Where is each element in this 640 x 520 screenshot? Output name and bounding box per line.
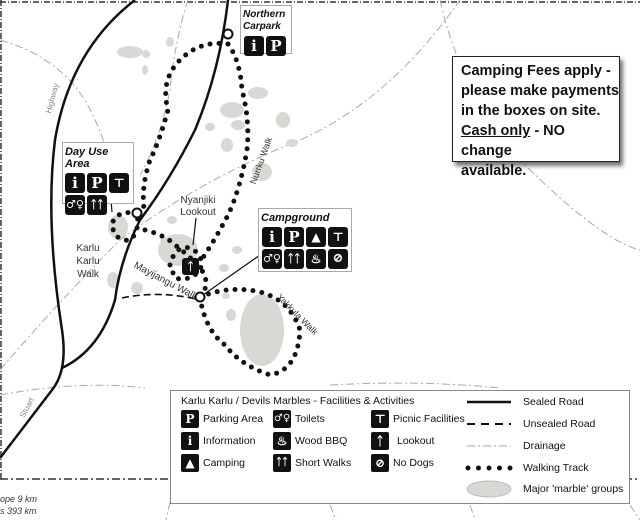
legend-label: Information <box>203 435 256 447</box>
picnic-icon: ⊤ <box>371 410 389 428</box>
parking-icon: P <box>284 227 304 247</box>
lookout-track <box>167 245 204 282</box>
stuart-highway <box>0 0 136 459</box>
distance-text: ope 9 km <box>0 494 38 504</box>
no-dogs-icon: ⊘ <box>328 249 348 269</box>
notice-line: please make payments <box>461 83 619 99</box>
legend-item-picnic: ⊤ Picnic Facilities <box>371 410 465 428</box>
walking-tracks <box>109 40 303 378</box>
parking-icon: P <box>266 36 286 56</box>
lookout-icon: ᛏ <box>182 258 199 275</box>
northern-carpark-label: Northern Carpark <box>243 9 286 32</box>
lookout-icon: ᛏ <box>371 432 389 450</box>
legend-label: Toilets <box>295 413 325 425</box>
camping-icon: ▲ <box>181 454 199 472</box>
marble-group-sample <box>466 480 512 498</box>
loop-road <box>61 0 230 370</box>
wood-bbq-icon: ♨ <box>273 432 291 450</box>
mayijangu-walk-track <box>142 227 209 300</box>
short-walks-icon: ᛏᛏ <box>284 249 304 269</box>
legend-label: No Dogs <box>393 457 434 469</box>
day-use-point[interactable] <box>131 207 143 219</box>
legend-item-camping: ▲ Camping <box>181 454 245 472</box>
nyanjiki-lookout-label: Nyanjiki Lookout <box>180 195 216 218</box>
information-icon: i <box>244 36 264 56</box>
legend-label-drainage: Drainage <box>523 440 566 452</box>
no-dogs-icon: ⊘ <box>371 454 389 472</box>
legend-item-toilets: ♂♀ Toilets <box>273 410 325 428</box>
legend-item-no-dogs: ⊘ No Dogs <box>371 454 434 472</box>
toilets-icon: ♂♀ <box>65 195 85 215</box>
short-walks-icon: ᛏᛏ <box>273 454 291 472</box>
information-icon: i <box>181 432 199 450</box>
legend-item-short-walks: ᛏᛏ Short Walks <box>273 454 351 472</box>
legend-label: Picnic Facilities <box>393 413 465 425</box>
legend-label-sealed-road: Sealed Road <box>523 396 584 408</box>
legend-item-lookout: ᛏ Lookout <box>371 432 434 450</box>
drainage-line <box>139 0 189 176</box>
legend-label-marble-groups: Major 'marble' groups <box>523 483 624 495</box>
toilets-icon: ♂♀ <box>273 410 291 428</box>
walking-track <box>140 40 231 218</box>
karlu-karlu-walk-track <box>109 210 141 243</box>
day-use-area-label: Day Use Area <box>65 146 109 170</box>
camping-fees-notice: Camping Fees apply - please make payment… <box>452 56 620 179</box>
nurrku-walk-track <box>197 41 251 265</box>
notice-line: Camping Fees apply - <box>461 63 611 79</box>
yakkula-walk-track <box>197 286 303 378</box>
short-walks-icon: ᛏᛏ <box>87 195 107 215</box>
karlu-karlu-walk-label: Karlu Karlu Walk <box>76 243 100 280</box>
distance-text: s 393 km <box>0 506 37 516</box>
drainage-line <box>0 382 501 396</box>
legend-label: Camping <box>203 457 246 469</box>
parking-icon: P <box>181 410 199 428</box>
information-icon: i <box>262 227 282 247</box>
campground-label: Campground <box>261 212 330 224</box>
drainage-line <box>0 0 461 371</box>
legend-line-samples <box>465 400 514 498</box>
cash-only-text: Cash only <box>461 123 531 139</box>
notice-line: - NO change <box>461 123 565 159</box>
campground-point[interactable] <box>194 291 206 303</box>
picnic-icon: ⊤ <box>109 173 129 193</box>
trailheads <box>131 28 234 303</box>
legend-item-parking: P Parking Area <box>181 410 263 428</box>
sealed-roads <box>0 0 230 459</box>
legend-item-information: i Information <box>181 432 256 450</box>
legend-label-unsealed-road: Unsealed Road <box>523 418 596 430</box>
legend: Karlu Karlu / Devils Marbles - Facilitie… <box>170 390 630 504</box>
legend-label-walking-track: Walking Track <box>523 462 589 474</box>
toilets-icon: ♂♀ <box>262 249 282 269</box>
camping-icon: ▲ <box>306 227 326 247</box>
information-icon: i <box>65 173 85 193</box>
legend-label: Lookout <box>397 435 435 447</box>
legend-label: Wood BBQ <box>295 435 348 447</box>
northern-carpark-point[interactable] <box>222 28 234 40</box>
legend-title: Karlu Karlu / Devils Marbles - Facilitie… <box>181 395 415 407</box>
notice-line: available. <box>461 163 527 179</box>
legend-label: Short Walks <box>295 457 352 469</box>
notice-line: in the boxes on site. <box>461 103 601 119</box>
legend-label: Parking Area <box>203 413 264 425</box>
drainage-line <box>165 501 640 520</box>
wood-bbq-icon: ♨ <box>306 249 326 269</box>
legend-item-wood-bbq: ♨ Wood BBQ <box>273 432 347 450</box>
unsealed-road <box>121 293 201 301</box>
parking-icon: P <box>87 173 107 193</box>
picnic-icon: ⊤ <box>328 227 348 247</box>
